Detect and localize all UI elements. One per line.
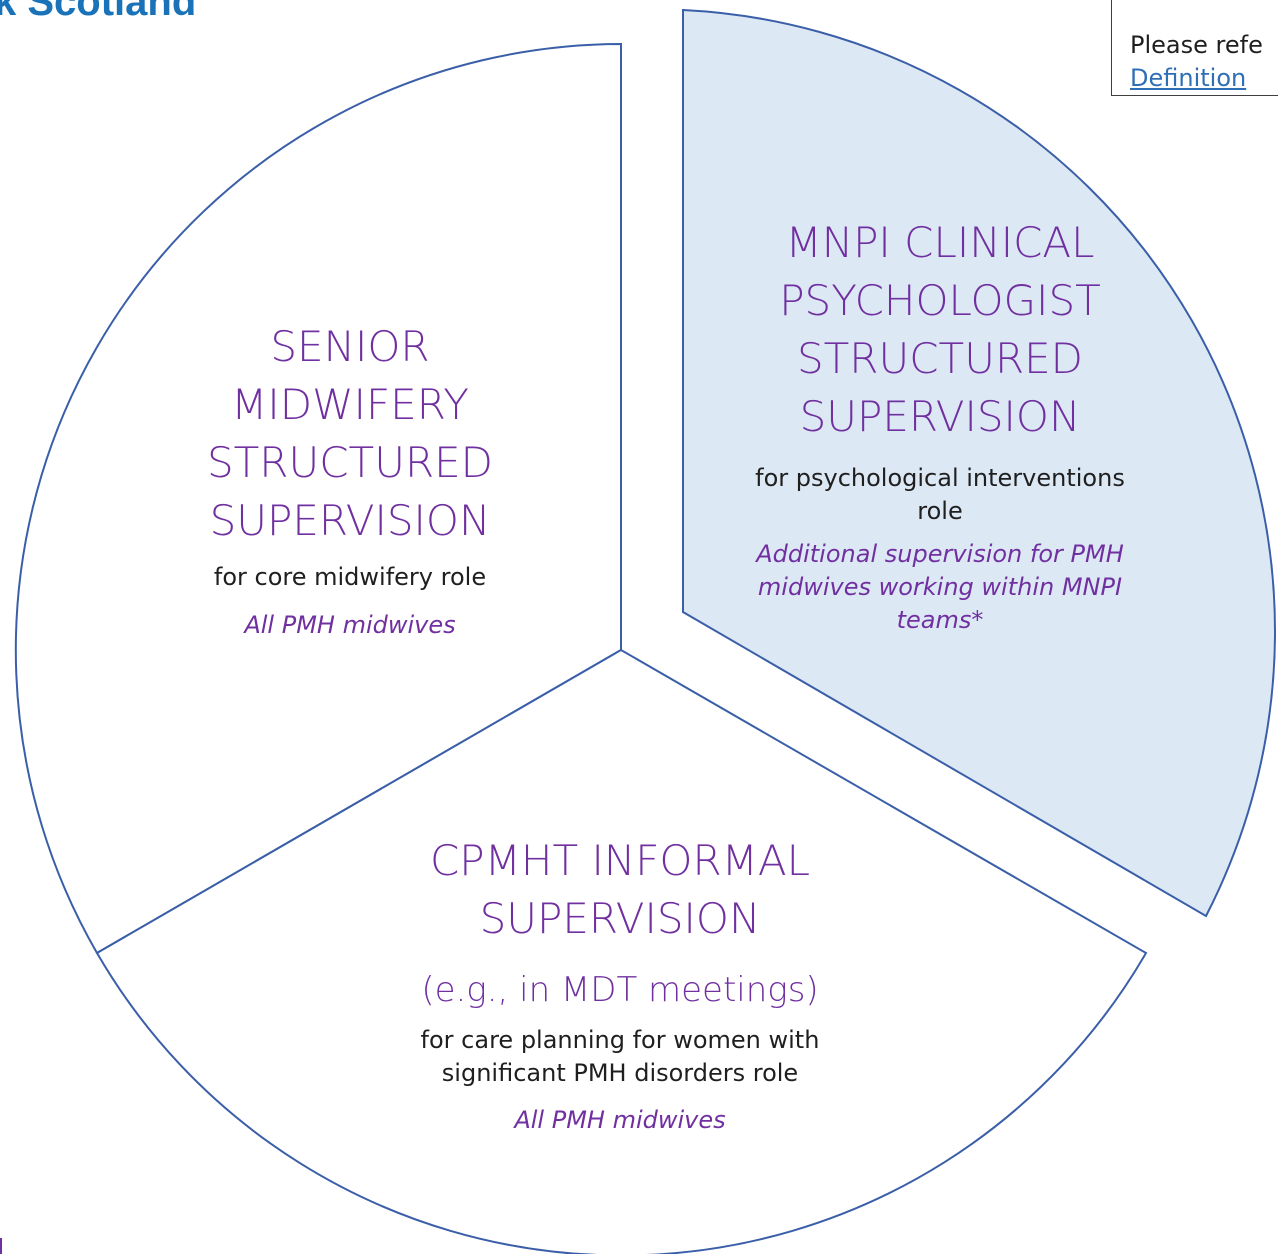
cpmht-role: for care planning for women with signifi…: [350, 1024, 890, 1090]
mnpi-audience-line: Additional supervision for PMH: [756, 540, 1124, 568]
reference-note-text: Please refe: [1130, 31, 1263, 59]
senior-audience: All PMH midwives: [244, 611, 456, 639]
senior-title: SENIOR MIDWIFERY STRUCTURED SUPERVISION: [170, 318, 530, 550]
senior-title-line: MIDWIFERY: [231, 380, 469, 429]
cpmht-title: CPMHT INFORMAL SUPERVISION: [350, 832, 890, 948]
mnpi-title-line: SUPERVISION: [799, 392, 1081, 441]
mnpi-title-line: STRUCTURED: [796, 334, 1084, 383]
mnpi-segment-text: MNPI CLINICAL PSYCHOLOGIST STRUCTURED SU…: [720, 214, 1160, 637]
organisation-logo: k Scotland: [0, 0, 197, 24]
mnpi-audience-line: teams*: [896, 606, 984, 634]
senior-role: for core midwifery role: [213, 563, 487, 591]
cpmht-title-line: CPMHT INFORMAL: [429, 836, 811, 885]
mnpi-audience: Additional supervision for PMH midwives …: [720, 538, 1160, 637]
cpmht-role-line: for care planning for women with: [420, 1026, 820, 1054]
mnpi-sector: [682, 8, 1276, 918]
mnpi-role: for psychological interventions role: [720, 462, 1160, 528]
senior-title-line: STRUCTURED: [206, 438, 494, 487]
cpmht-sector: [95, 648, 1148, 1254]
cpmht-subtitle: (e.g., in MDT meetings): [421, 970, 819, 1010]
senior-midwifery-segment-text: SENIOR MIDWIFERY STRUCTURED SUPERVISION …: [170, 318, 530, 640]
definitions-link[interactable]: Definition: [1130, 64, 1247, 92]
cpmht-audience: All PMH midwives: [514, 1106, 726, 1134]
senior-title-line: SUPERVISION: [209, 496, 491, 545]
mnpi-title-line: PSYCHOLOGIST: [779, 276, 1101, 325]
mnpi-title: MNPI CLINICAL PSYCHOLOGIST STRUCTURED SU…: [720, 214, 1160, 446]
cpmht-segment-text: CPMHT INFORMAL SUPERVISION (e.g., in MDT…: [350, 832, 890, 1137]
edge-mark: [0, 1238, 2, 1254]
mnpi-role-line: for psychological interventions: [755, 464, 1125, 492]
reference-note-box: Please refe Definition: [1111, 0, 1278, 96]
cpmht-role-line: significant PMH disorders role: [441, 1059, 799, 1087]
mnpi-role-line: role: [917, 497, 963, 525]
mnpi-title-line: MNPI CLINICAL: [785, 218, 1095, 267]
mnpi-audience-line: midwives working within MNPI: [757, 573, 1123, 601]
senior-sector: [14, 42, 622, 955]
senior-title-line: SENIOR: [270, 322, 430, 371]
cpmht-title-line: SUPERVISION: [479, 894, 761, 943]
